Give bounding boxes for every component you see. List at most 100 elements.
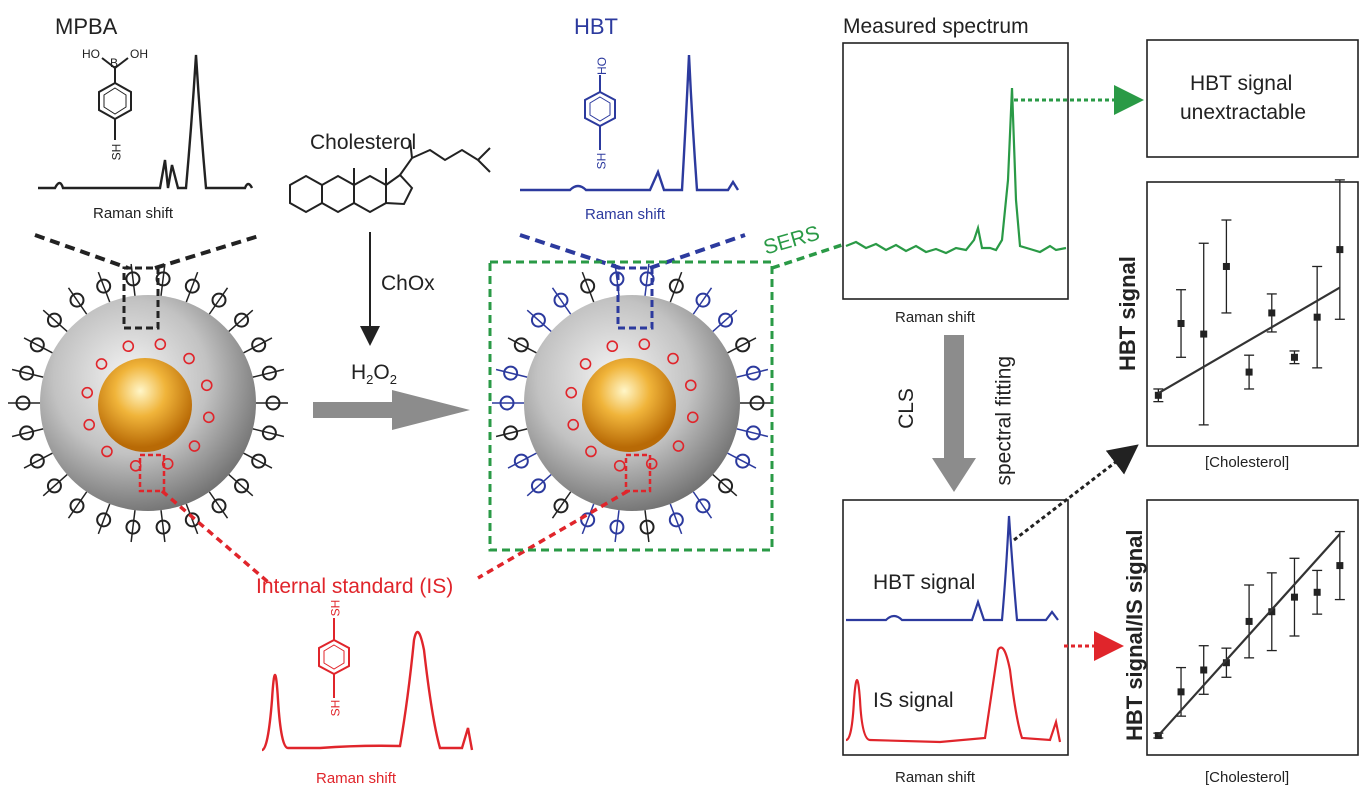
is-ligand-ring [667, 352, 679, 365]
mpba-oh-text: OH [130, 47, 148, 61]
ligand-stem [208, 287, 229, 315]
ligand-ring [69, 292, 85, 308]
is-ligand-ring [613, 459, 626, 472]
hbt-signal-label: HBT signal [873, 571, 976, 594]
plot1-x-axis-label: [Cholesterol] [1205, 454, 1290, 471]
cls-arrow [932, 335, 976, 492]
ligand-ring [695, 498, 711, 514]
ligand-ring [184, 278, 200, 294]
data-point [1268, 608, 1276, 616]
measured-spectrum-line [845, 87, 1067, 255]
ligand-ring [580, 278, 596, 294]
hbt-plot-frame [1146, 181, 1359, 447]
ligand-ring [234, 312, 250, 328]
ligand-ring [735, 453, 751, 469]
mpba-raman-shift-label: Raman shift [93, 205, 174, 222]
is-molecule [318, 618, 350, 698]
ligand-stem [495, 428, 528, 438]
hbt-ho-text: HO [595, 57, 609, 75]
ligand-stem [581, 503, 595, 535]
decomposed-is-line [845, 646, 1062, 744]
left-zoom-line-right [154, 233, 263, 270]
is-ligand-ring [645, 457, 658, 470]
is-ligand-ring [129, 459, 142, 472]
reaction-arrow [313, 390, 470, 430]
is-raman-shift-label: Raman shift [316, 770, 397, 787]
ligand-stem [727, 452, 757, 469]
left-zoom-box [122, 266, 160, 330]
is-ligand-ring [154, 338, 167, 351]
hbt-signal-axis-label: HBT signal [1115, 256, 1140, 371]
hbt-label: HBT [574, 14, 618, 39]
ligand-ring [125, 271, 141, 287]
ligand-stem [495, 368, 528, 378]
data-point [1313, 313, 1321, 321]
is-sh-top-text: SH [328, 599, 343, 617]
ligand-ring [718, 312, 734, 328]
data-point [1177, 320, 1185, 328]
ligand-stem [507, 452, 537, 469]
ligand-ring [251, 337, 267, 353]
ligand-ring [639, 271, 655, 287]
ligand-stem [97, 503, 111, 535]
is-ligand-ring [565, 386, 578, 399]
hbt-spectrum [520, 54, 740, 192]
is-ligand-ring [638, 338, 651, 351]
ligand-stem [160, 510, 166, 543]
ligand-stem [614, 510, 620, 543]
ligand-stem [67, 491, 88, 519]
data-point [1222, 262, 1230, 270]
ligand-stem [727, 337, 757, 354]
h2o2-sub1: 2 [366, 372, 374, 388]
ligand-ring [639, 519, 655, 535]
ligand-stem [228, 474, 254, 497]
ligand-stem [526, 309, 552, 332]
data-point [1290, 353, 1298, 361]
data-point [1200, 666, 1208, 674]
ligand-ring [46, 478, 62, 494]
h2o2-label: H2O2 [351, 362, 397, 386]
mpba-label: MPBA [55, 14, 118, 39]
is-ligand-ring [161, 457, 174, 470]
ligand-stem [208, 491, 229, 519]
internal-standard-label: Internal standard (IS) [256, 575, 454, 598]
left-is-box [138, 453, 166, 493]
is-ligand-ring [101, 445, 113, 458]
ligand-stem [669, 271, 683, 303]
is-ligand-ring [81, 386, 94, 399]
ligand-stem [712, 309, 738, 332]
right-core [582, 358, 676, 452]
fit-line [1157, 533, 1341, 737]
ligand-stem [97, 271, 111, 303]
data-point [1200, 330, 1208, 338]
is-signal-label: IS signal [873, 689, 954, 712]
ligand-stem [23, 337, 53, 354]
ligand-ring [718, 478, 734, 494]
ligand-stem [130, 263, 136, 296]
cholesterol-molecule [289, 139, 491, 214]
mpba-ho-text: HO [82, 47, 100, 61]
is-spectrum [261, 630, 474, 752]
ligand-ring [668, 512, 684, 528]
cholesterol-label: Cholesterol [310, 131, 417, 154]
hbt-sh-text: SH [594, 152, 609, 170]
decomposed-spectra-box [842, 499, 1069, 756]
ligand-stem [228, 309, 254, 332]
ligand-ring [503, 425, 519, 441]
ligand-stem [243, 337, 273, 354]
ligand-ring [261, 425, 277, 441]
ligand-ring [46, 312, 62, 328]
ligand-stem [736, 428, 769, 438]
is-ligand-ring [686, 411, 699, 424]
is-ligand-ring [200, 379, 213, 392]
mpba-b-text: B [110, 56, 119, 70]
left-zoom-lines [34, 233, 129, 270]
is-ligand-ring [183, 352, 195, 365]
is-ligand-ring [585, 445, 597, 458]
data-point [1154, 391, 1162, 399]
ligand-ring [19, 365, 35, 381]
ligand-stem [130, 510, 136, 543]
ligand-ring [29, 453, 45, 469]
is-ligand-ring [202, 411, 215, 424]
